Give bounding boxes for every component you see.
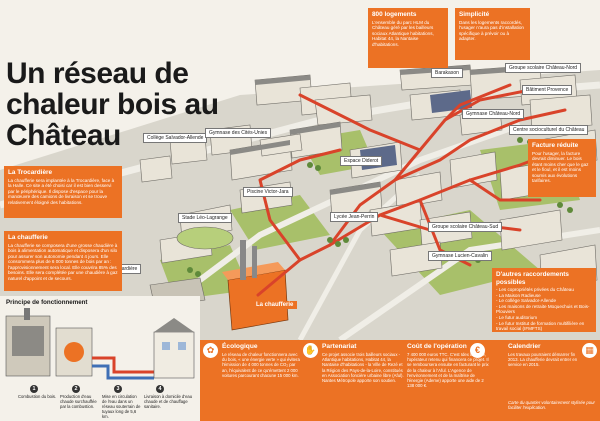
partenariat-title: Partenariat [322, 343, 357, 350]
bottom-banner [200, 340, 600, 421]
raccordement-item: - Le futur Institut de formation multifi… [496, 320, 585, 332]
box-trocardiere: La Trocardière La chaufferie sera implan… [4, 166, 122, 218]
box-facture-title: Facture réduite [532, 142, 579, 149]
step-4-text: Livraison à domicile d'eau chaude et de … [144, 394, 193, 409]
principle-panel: Principe de fonctionnement 1 Combustion … [0, 296, 200, 421]
partenariat-panel: Partenariat Ce projet associe trois bail… [322, 343, 404, 383]
calendar-icon: ▦ [582, 343, 597, 358]
principle-illustration [5, 308, 195, 380]
label-barakason: Barakason [431, 68, 463, 78]
label-gymnase-nord: Gymnase Château-Nord [462, 109, 525, 119]
principle-title: Principe de fonctionnement [6, 299, 88, 306]
label-batiment-provence: Bâtiment Provence [522, 85, 573, 95]
box-800-logements: 800 logements L'ensemble du parc HLM du … [368, 8, 448, 68]
leaf-icon: ✿ [203, 343, 218, 358]
page-title: Un réseau de chaleur bois au Château [6, 57, 219, 152]
label-gymnase-cites: Gymnase des Cités-Unies [205, 128, 272, 138]
calendrier-panel: Calendrier Les travaux pourraient démarr… [508, 343, 582, 368]
box-facture-text: Pour l'usager, la facture devrait diminu… [532, 150, 589, 184]
box-800-logements-title: 800 logements [372, 11, 417, 18]
label-lycee: Lycée Jean-Perrin [330, 212, 379, 222]
box-simplicite: Simplicité Dans les logements raccordés,… [455, 8, 530, 60]
step-1-text: Combustion du bois. [18, 394, 57, 399]
handshake-icon: ✋ [303, 343, 318, 358]
label-gymnase-cavalin: Gymnase Lucien-Cavalin [428, 251, 492, 261]
partenariat-text: Ce projet associe trois bailleurs sociau… [322, 352, 404, 384]
label-stade: Stade Léo-Lagrange [178, 213, 232, 223]
box-trocardiere-title: La Trocardière [8, 169, 53, 176]
step-3-number: 3 [114, 385, 122, 393]
box-chaufferie-text: La chaufferie se composera d'une grosse … [8, 242, 118, 282]
ecologique-panel: Écologique Le réseau de chaleur fonction… [222, 343, 300, 378]
label-chaufferie: La chaufferie [252, 301, 298, 309]
step-2-number: 2 [72, 385, 80, 393]
raccordement-item: - Le futur auditorium [496, 314, 538, 320]
label-groupe-nord: Groupe scolaire Château-Nord [505, 63, 582, 73]
box-trocardiere-text: La chaufferie sera implantée à la Trocar… [8, 177, 115, 205]
ecologique-title: Écologique [222, 343, 258, 350]
euro-icon: € [470, 343, 485, 358]
label-groupe-sud: Groupe scolaire Château-Sud [428, 222, 503, 232]
box-facture: Facture réduite Pour l'usager, la factur… [528, 139, 596, 197]
step-3-text: Mise en circulation de l'eau dans un rés… [102, 394, 141, 419]
box-simplicite-title: Simplicité [459, 11, 490, 18]
cout-panel: Coût de l'opération 7 400 000 euros TTC.… [407, 343, 491, 388]
raccordement-item: - La Maison Radieuse [496, 292, 541, 298]
calendrier-title: Calendrier [508, 343, 541, 350]
raccordement-item: - Les copropriétés privées du Château [496, 287, 574, 292]
calendrier-text: Les travaux pourraient démarrer fin 2013… [508, 352, 578, 368]
step-2-text: Production d'eau chaude surchauffée par … [60, 394, 97, 409]
step-4-number: 4 [156, 385, 164, 393]
label-piscine: Piscine Victor-Jara [243, 187, 293, 197]
raccordement-item: - Le collège Salvador-Allende [496, 298, 557, 304]
raccordement-item: - Les maisons de retraite Moquechuis et … [496, 303, 590, 315]
step-1-number: 1 [30, 385, 38, 393]
box-raccordements: D'autres raccordements possibles - Les c… [492, 268, 596, 332]
cout-text: 7 400 000 euros TTC. C'est Idex Énergie,… [407, 352, 489, 389]
box-simplicite-text: Dans les logements raccordés, l'usager n… [459, 19, 524, 42]
label-centre-socio: Centre socioculturel du Château [509, 125, 589, 135]
label-espace-diderot: Espace Diderot [340, 156, 383, 166]
ecologique-text: Le réseau de chaleur fonctionnera avec d… [222, 352, 300, 378]
map-note: Carte du quartier volontairement stylisé… [508, 400, 595, 411]
label-college: Collège Salvador-Allende [143, 133, 208, 143]
box-chaufferie: La chaufferie La chaufferie se composera… [4, 231, 122, 291]
cout-title: Coût de l'opération [407, 343, 467, 350]
box-800-logements-text: L'ensemble du parc HLM du Château géré p… [372, 19, 434, 47]
box-chaufferie-title: La chaufferie [8, 234, 48, 241]
box-raccordements-title: D'autres raccordements possibles [496, 271, 569, 286]
